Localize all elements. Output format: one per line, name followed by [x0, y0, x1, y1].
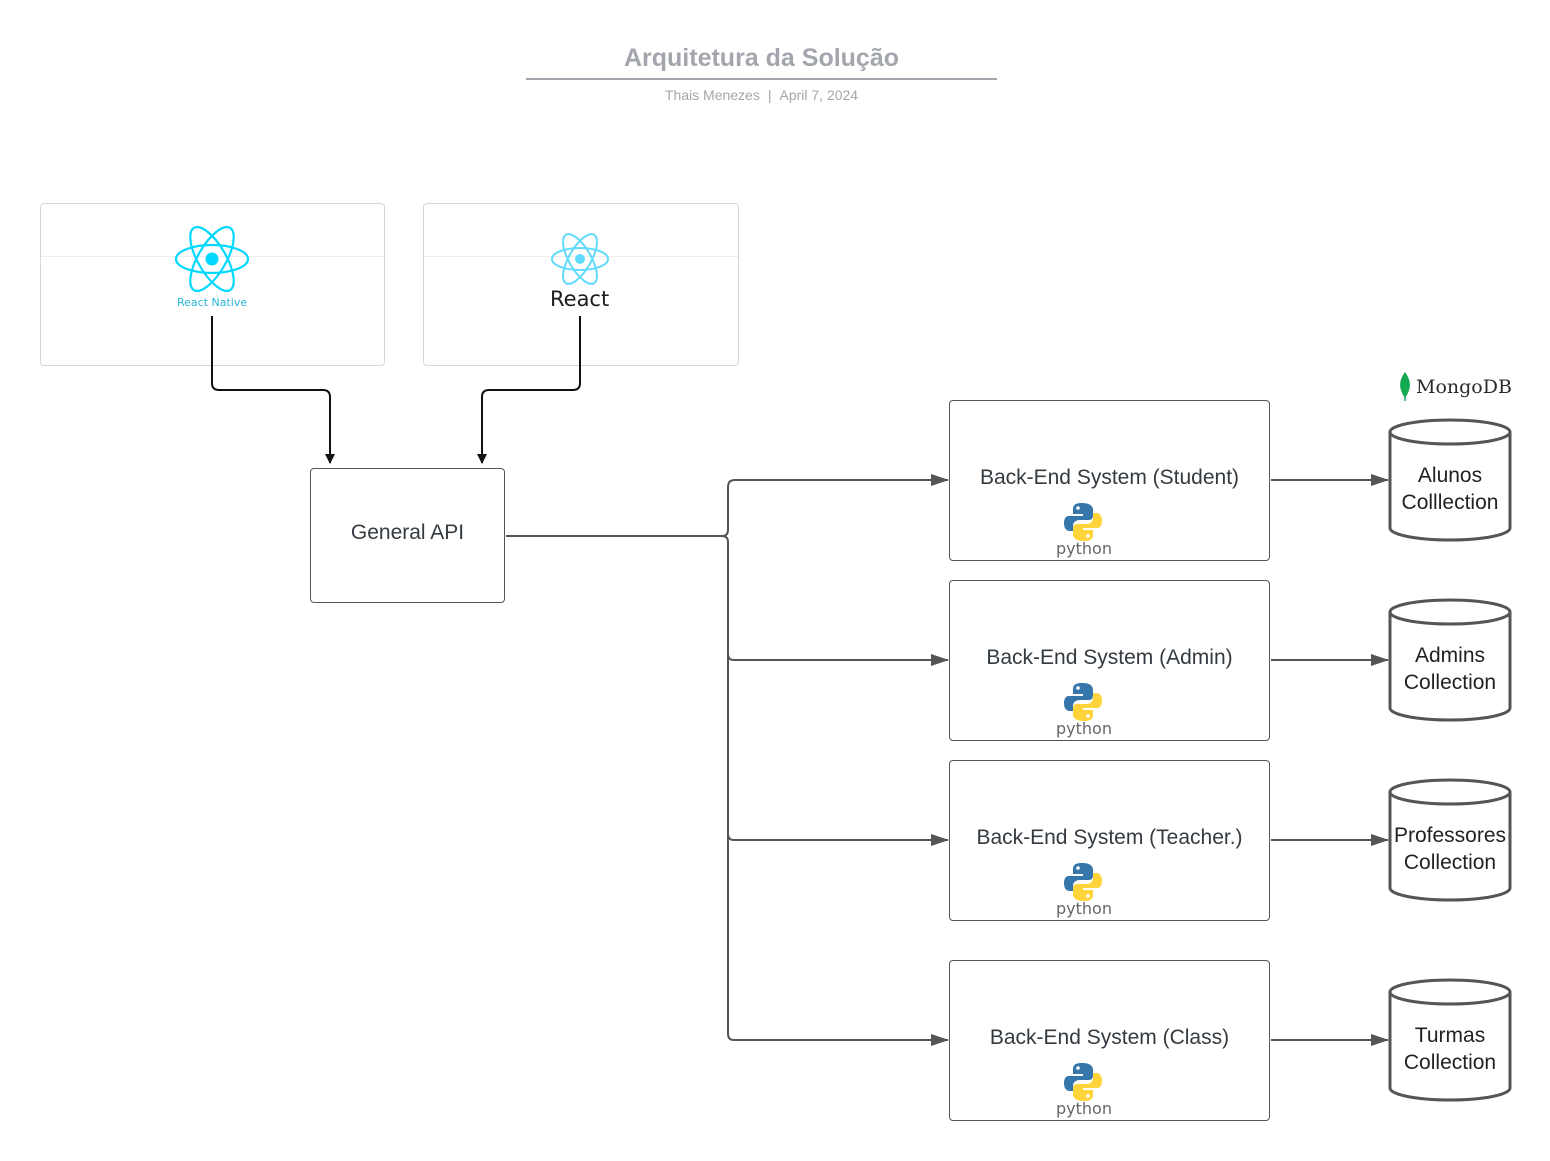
cylinder-alunos	[1388, 418, 1512, 542]
collection-name: Turmas	[1414, 1024, 1486, 1047]
collection-suffix: Collection	[1403, 1051, 1497, 1074]
mongodb-label: MongoDB	[1416, 376, 1512, 398]
backend-class-label: Back-End System (Class)	[989, 1026, 1230, 1049]
collection-admins-label: Admins Collection	[1386, 642, 1514, 696]
collection-alunos-label: Alunos Colllection	[1386, 462, 1514, 516]
connector-api-to-teacher	[727, 833, 949, 846]
collection-suffix: Collection	[1403, 671, 1497, 694]
python-logo-icon	[1064, 863, 1102, 901]
react-native-label: React Native	[177, 296, 248, 309]
title-underline	[526, 78, 997, 80]
collection-name: Alunos	[1417, 464, 1483, 487]
python-wordmark: python	[1056, 539, 1112, 558]
python-logo-icon	[1064, 503, 1102, 541]
backend-teacher-box[interactable]: Back-End System (Teacher.)	[949, 760, 1270, 921]
connector-api-to-student	[721, 474, 949, 537]
cylinder-professores	[1388, 778, 1512, 902]
author-name: Thais Menezes	[664, 87, 760, 103]
collection-name: Admins	[1414, 644, 1486, 667]
backend-admin-box[interactable]: Back-End System (Admin)	[949, 580, 1270, 741]
general-api-label: General API	[350, 521, 465, 544]
collection-suffix: Colllection	[1401, 491, 1499, 514]
python-wordmark: python	[1056, 719, 1112, 738]
backend-class-box[interactable]: Back-End System (Class)	[949, 960, 1270, 1121]
mongodb-leaf-icon	[1400, 372, 1410, 398]
backend-teacher-label: Back-End System (Teacher.)	[976, 826, 1243, 849]
collection-professores-label: Professores Collection	[1386, 822, 1514, 876]
python-logo-icon	[1064, 1063, 1102, 1101]
backend-student-label: Back-End System (Student)	[979, 466, 1240, 489]
cylinder-admins	[1388, 598, 1512, 722]
react-icon	[551, 233, 609, 285]
subtitle-separator: |	[767, 87, 772, 103]
connector-react-to-api	[477, 316, 581, 464]
connector-api-to-admin	[727, 653, 949, 666]
connector-react-native-to-api	[211, 316, 335, 464]
react-label: React	[550, 287, 610, 311]
diagram-date: April 7, 2024	[779, 87, 859, 103]
general-api-box[interactable]: General API	[310, 468, 505, 603]
backend-student-box[interactable]: Back-End System (Student)	[949, 400, 1270, 561]
cylinder-turmas	[1388, 978, 1512, 1102]
connector-api-trunk	[506, 535, 949, 1046]
collection-name: Professores	[1393, 824, 1507, 847]
python-wordmark: python	[1056, 1099, 1112, 1118]
python-logo-icon	[1064, 683, 1102, 721]
python-wordmark: python	[1056, 899, 1112, 918]
collection-turmas-label: Turmas Collection	[1386, 1022, 1514, 1076]
collection-suffix: Collection	[1403, 851, 1497, 874]
react-native-icon	[174, 225, 250, 293]
diagram-subtitle: Thais Menezes | April 7, 2024	[526, 87, 997, 103]
backend-admin-label: Back-End System (Admin)	[986, 646, 1233, 669]
diagram-title: Arquitetura da Solução	[623, 44, 900, 72]
